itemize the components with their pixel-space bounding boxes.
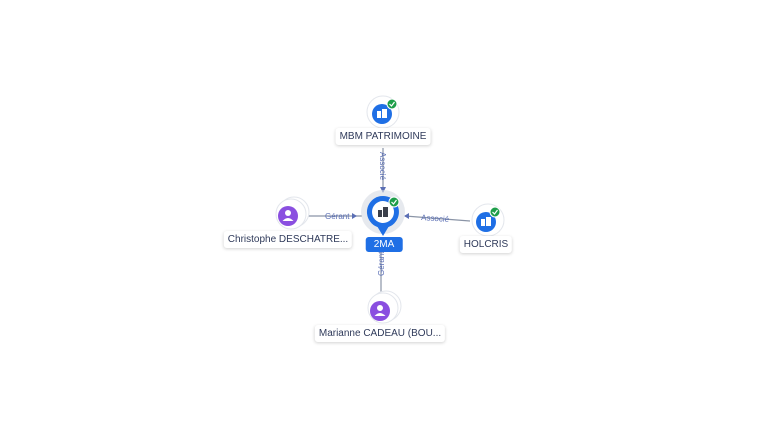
edge-right[interactable]: Associé [404, 213, 471, 224]
check-icon [388, 196, 400, 208]
node-2ma[interactable] [361, 190, 405, 236]
person-icon [374, 305, 386, 316]
label-marianne[interactable]: Marianne CADEAU (BOU... [314, 325, 446, 342]
edge-label-bottom: Gérant [377, 251, 386, 276]
person-icon [282, 210, 294, 221]
edge-label-left: Gérant [325, 212, 350, 221]
edge-left[interactable]: Gérant [308, 212, 362, 221]
edge-label-top: Associé [378, 152, 387, 181]
edge-top[interactable]: Associé [378, 148, 387, 193]
node-holcris[interactable] [471, 203, 505, 237]
check-icon [386, 98, 398, 110]
building-icon [481, 217, 491, 226]
node-christophe[interactable] [275, 196, 310, 230]
label-mbm-patrimoine[interactable]: MBM PATRIMOINE [335, 128, 431, 145]
label-2ma[interactable]: 2MA [365, 237, 403, 252]
building-icon [377, 109, 387, 118]
node-mbm-patrimoine[interactable] [366, 95, 400, 129]
label-christophe[interactable]: Christophe DESCHATRE... [223, 231, 353, 248]
building-icon [378, 207, 388, 217]
label-holcris[interactable]: HOLCRIS [459, 236, 513, 253]
node-marianne[interactable] [367, 290, 402, 324]
check-icon [489, 206, 501, 218]
edge-bottom[interactable]: Gérant [377, 251, 386, 292]
edge-label-right: Associé [421, 213, 450, 224]
